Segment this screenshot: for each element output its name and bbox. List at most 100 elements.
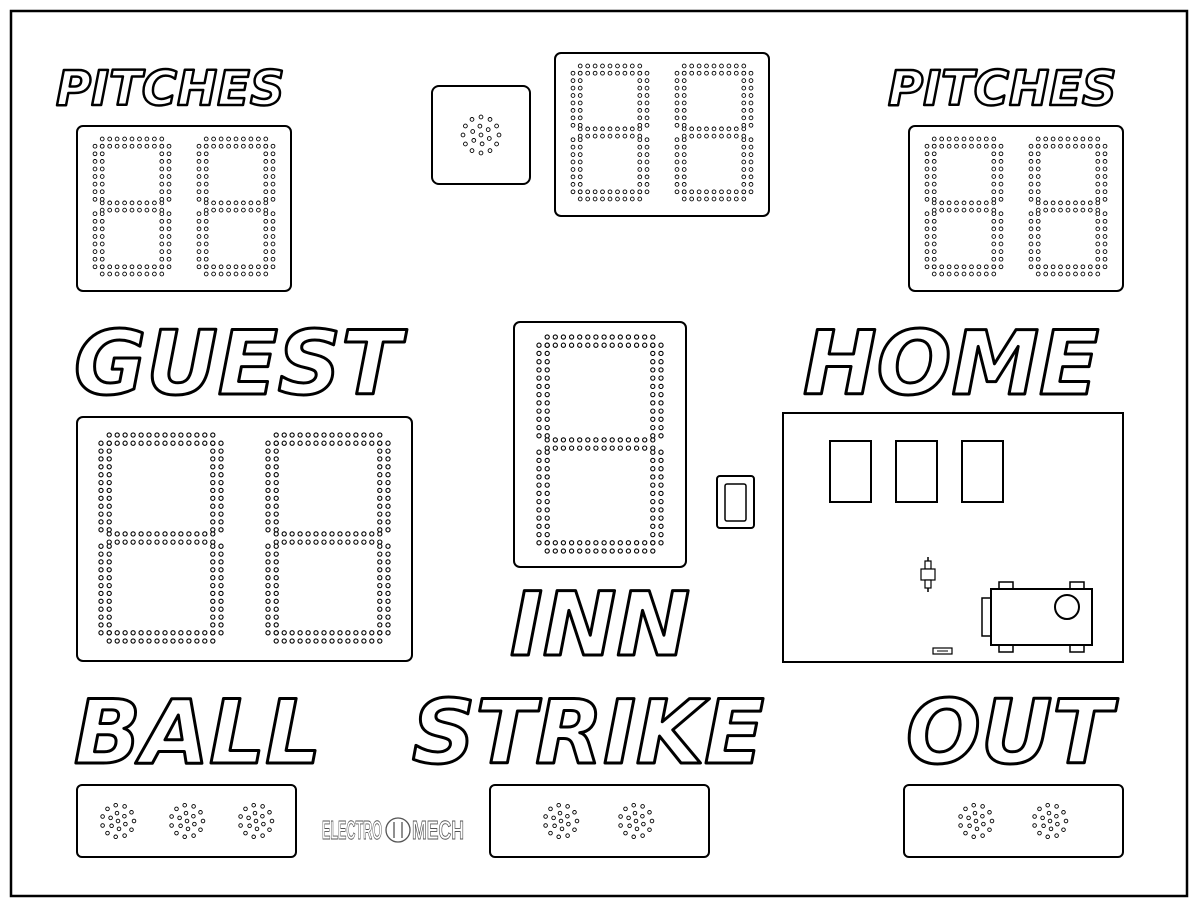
- led-dot: [162, 630, 168, 636]
- led-dot: [106, 614, 112, 620]
- led-dot: [106, 622, 112, 628]
- led-dot: [182, 834, 187, 840]
- led-dot: [377, 582, 383, 589]
- led-dot: [1065, 264, 1071, 270]
- led-dot: [644, 100, 650, 106]
- led-dot: [544, 498, 550, 505]
- led-dot: [99, 264, 105, 270]
- led-dot: [577, 152, 583, 157]
- led-dot: [961, 200, 967, 206]
- led-dot: [256, 200, 261, 206]
- led-dot: [681, 174, 687, 180]
- led-dot: [273, 464, 279, 470]
- led-dot: [313, 638, 319, 644]
- led-dot: [218, 582, 224, 589]
- led-dot: [469, 117, 475, 122]
- led-dot: [1028, 174, 1034, 179]
- led-dot: [263, 151, 269, 157]
- led-dot: [196, 218, 202, 224]
- led-dot: [377, 606, 383, 612]
- led-dot: [1028, 196, 1034, 202]
- led-dot: [265, 456, 271, 462]
- led-dot: [108, 815, 113, 821]
- led-dot: [1058, 271, 1063, 277]
- led-dot: [192, 821, 197, 827]
- led-dot: [265, 511, 271, 517]
- led-dot: [969, 271, 974, 277]
- led-dot: [210, 448, 216, 454]
- led-dot: [144, 271, 150, 277]
- led-dot: [297, 539, 303, 545]
- led-dot: [106, 472, 112, 478]
- led-dot: [270, 226, 276, 232]
- led-dot: [719, 196, 724, 202]
- led-dot: [552, 540, 558, 546]
- led-dot: [218, 630, 224, 636]
- led-dot: [946, 200, 952, 206]
- led-dot: [178, 440, 184, 446]
- led-dot: [265, 440, 271, 446]
- led-dot: [544, 350, 550, 357]
- led-dot: [987, 827, 992, 832]
- led-dot: [377, 487, 383, 494]
- led-dot: [265, 448, 271, 454]
- led-dot: [106, 440, 112, 446]
- led-dot: [203, 211, 209, 217]
- led-dot: [658, 523, 664, 529]
- led-dot: [615, 133, 620, 139]
- led-dot: [976, 271, 982, 277]
- led-dot: [281, 630, 287, 636]
- led-dot: [98, 511, 104, 517]
- led-dot: [1035, 174, 1041, 179]
- led-dot: [98, 472, 104, 478]
- led-dot: [1043, 143, 1049, 149]
- led-dot: [650, 548, 656, 554]
- led-dot: [637, 174, 643, 180]
- led-dot: [218, 511, 224, 517]
- led-dot: [313, 539, 319, 545]
- led-dot: [377, 472, 383, 478]
- led-dot: [270, 241, 276, 247]
- led-dot: [961, 143, 967, 149]
- led-dot: [966, 815, 971, 821]
- led-dot: [658, 350, 664, 357]
- fuse-component: [920, 557, 936, 592]
- led-dot: [218, 575, 224, 581]
- led-dot: [585, 126, 591, 132]
- led-dot: [329, 638, 335, 644]
- led-dot: [625, 437, 632, 443]
- led-dot: [106, 582, 112, 589]
- top-indicator-lamp: [460, 114, 502, 156]
- led-dot: [1035, 241, 1041, 247]
- led-dot: [601, 334, 607, 340]
- led-dot: [273, 456, 279, 462]
- led-dot: [998, 174, 1004, 179]
- logo-left-text: ELECTRO: [322, 815, 382, 845]
- led-dot: [487, 148, 493, 153]
- led-dot: [748, 174, 754, 180]
- led-dot: [265, 622, 271, 628]
- led-dot: [577, 144, 583, 150]
- led-dot: [385, 630, 391, 636]
- led-dot: [615, 126, 620, 132]
- led-dot: [256, 264, 261, 270]
- led-dot: [726, 126, 732, 132]
- led-dot: [1102, 226, 1108, 232]
- led-dot: [178, 539, 184, 545]
- led-dot: [1050, 271, 1056, 277]
- led-dot: [565, 813, 570, 819]
- led-dot: [585, 196, 591, 202]
- led-dot: [674, 182, 680, 187]
- led-dot: [1087, 143, 1093, 149]
- led-dot: [210, 582, 216, 589]
- led-dot: [658, 400, 664, 406]
- led-dot: [377, 614, 383, 620]
- led-dot: [1058, 143, 1063, 149]
- led-dot: [637, 85, 643, 91]
- led-dot: [218, 559, 224, 565]
- led-dot: [122, 440, 128, 446]
- led-dot: [270, 196, 276, 202]
- led-dot: [265, 559, 271, 565]
- led-dot: [741, 159, 747, 165]
- led-dot: [565, 804, 570, 809]
